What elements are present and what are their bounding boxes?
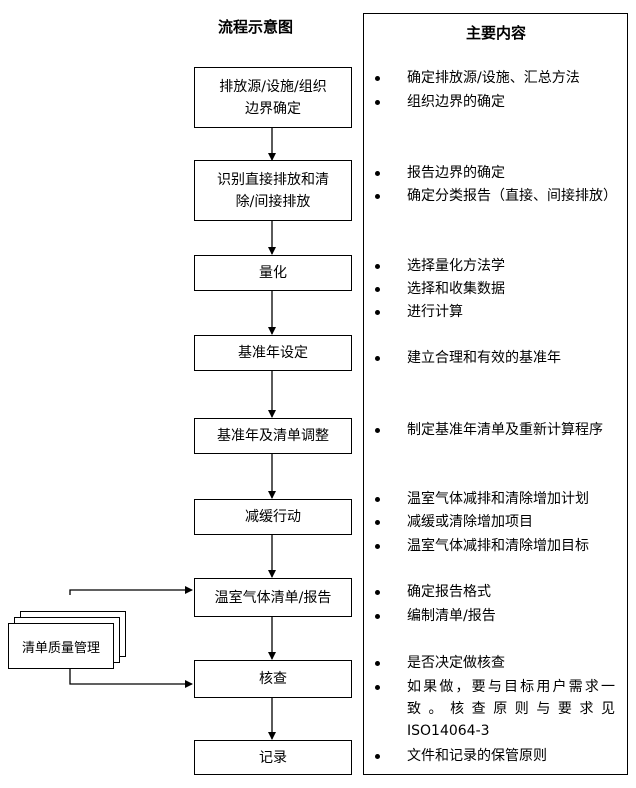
step-label: 排放源/设施/组织 边界确定 (219, 78, 327, 117)
bullet-item: 是否决定做核查 (375, 652, 615, 674)
step-base-year-adjustment: 基准年及清单调整 (194, 418, 352, 454)
bullet-item: 组织边界的确定 (375, 91, 615, 113)
step-label: 量化 (259, 265, 287, 281)
bullet-item: 编制清单/报告 (375, 605, 615, 627)
step-verification: 核查 (194, 660, 352, 698)
flow-diagram-title: 流程示意图 (218, 18, 294, 36)
bullet-item: 确定分类报告（直接、间接排放） (375, 185, 617, 207)
bullet-item: 选择量化方法学 (375, 255, 615, 277)
step-quantification: 量化 (194, 255, 352, 291)
bullet-item: 制定基准年清单及重新计算程序 (375, 419, 615, 441)
step-boundary-definition: 排放源/设施/组织 边界确定 (194, 67, 352, 128)
bullet-item: 进行计算 (375, 301, 615, 323)
step-mitigation: 减缓行动 (194, 499, 352, 535)
step-records: 记录 (194, 740, 352, 775)
bullet-item: 报告边界的确定 (375, 162, 615, 184)
step-base-year: 基准年设定 (194, 335, 352, 371)
step-ghg-report: 温室气体清单/报告 (194, 578, 352, 617)
inventory-quality-doc: 清单质量管理 (8, 623, 114, 669)
bullet-item: 选择和收集数据 (375, 278, 615, 300)
bullet-item: 确定排放源/设施、汇总方法 (375, 67, 615, 89)
bullet-item: 文件和记录的保管原则 (375, 745, 615, 767)
step-label: 识别直接排放和清 除/间接排放 (217, 171, 329, 210)
doc-label: 清单质量管理 (21, 640, 100, 656)
step-label: 温室气体清单/报告 (214, 589, 332, 606)
step-identify-emissions: 识别直接排放和清 除/间接排放 (194, 160, 352, 221)
step-label: 基准年设定 (238, 345, 308, 361)
bullet-item: 如果做，要与目标用户需求一致。核查原则与要求见ISO14064-3 (375, 676, 615, 742)
bullet-item: 减缓或清除增加项目 (375, 511, 615, 533)
step-label: 记录 (259, 749, 287, 766)
main-content-panel (363, 13, 628, 775)
step-label: 基准年及清单调整 (217, 428, 329, 444)
step-label: 核查 (259, 671, 287, 687)
step-label: 减缓行动 (245, 509, 301, 525)
bullet-item: 建立合理和有效的基准年 (375, 347, 615, 369)
main-content-title: 主要内容 (466, 24, 527, 42)
bullet-item: 温室气体减排和清除增加目标 (375, 535, 615, 557)
bullet-item: 确定报告格式 (375, 581, 615, 603)
bullet-item: 温室气体减排和清除增加计划 (375, 488, 615, 510)
doc-to-report-arrow (69, 586, 193, 595)
